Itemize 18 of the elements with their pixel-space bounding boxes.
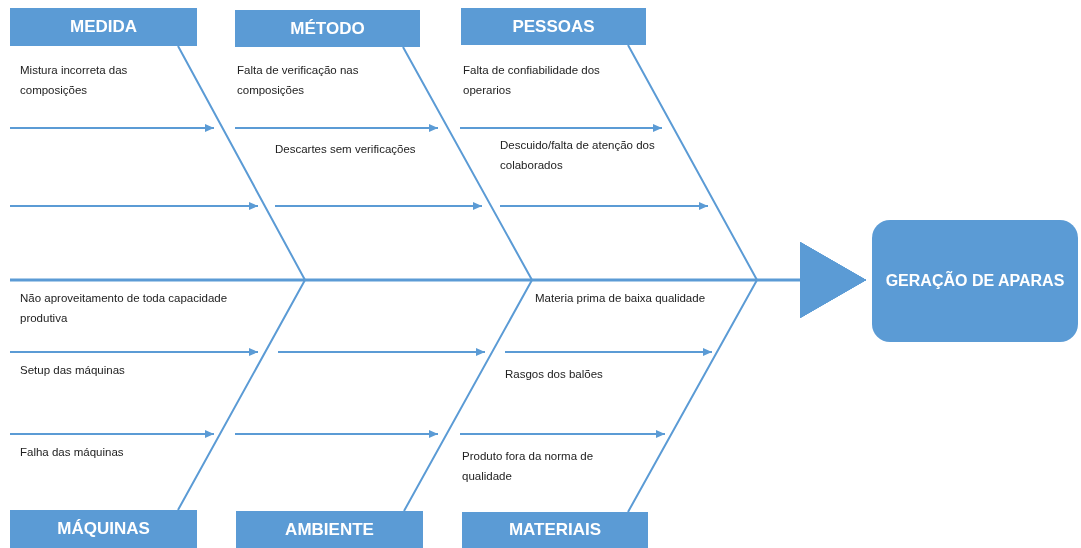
effect-box: GERAÇÃO DE APARAS — [872, 220, 1078, 342]
category-box: MÁQUINAS — [10, 510, 197, 548]
cause-text: Descuido/falta de atenção dos colaborados — [500, 138, 656, 173]
category-box: PESSOAS — [461, 8, 646, 45]
cause-text: Não aproveitamento de toda capacidade produtiva — [20, 291, 229, 326]
cause-text: Falha das máquinas — [20, 445, 125, 460]
cause-text: Falta de verificação nas composições — [237, 63, 360, 98]
cause-text: Setup das máquinas — [20, 363, 126, 378]
cause-text: Materia prima de baixa qualidade — [535, 291, 707, 306]
cause-text: Falta de confiabilidade dos operarios — [463, 63, 601, 98]
cause-text: Produto fora da norma de qualidade — [462, 449, 595, 484]
category-box: MEDIDA — [10, 8, 197, 46]
cause-text: Descartes sem verificações — [275, 142, 417, 157]
cause-text: Mistura incorreta das composições — [20, 63, 129, 98]
category-box: MATERIAIS — [462, 512, 648, 548]
cause-text: Rasgos dos balões — [505, 367, 604, 382]
category-box: AMBIENTE — [236, 511, 423, 548]
category-box: MÉTODO — [235, 10, 420, 47]
